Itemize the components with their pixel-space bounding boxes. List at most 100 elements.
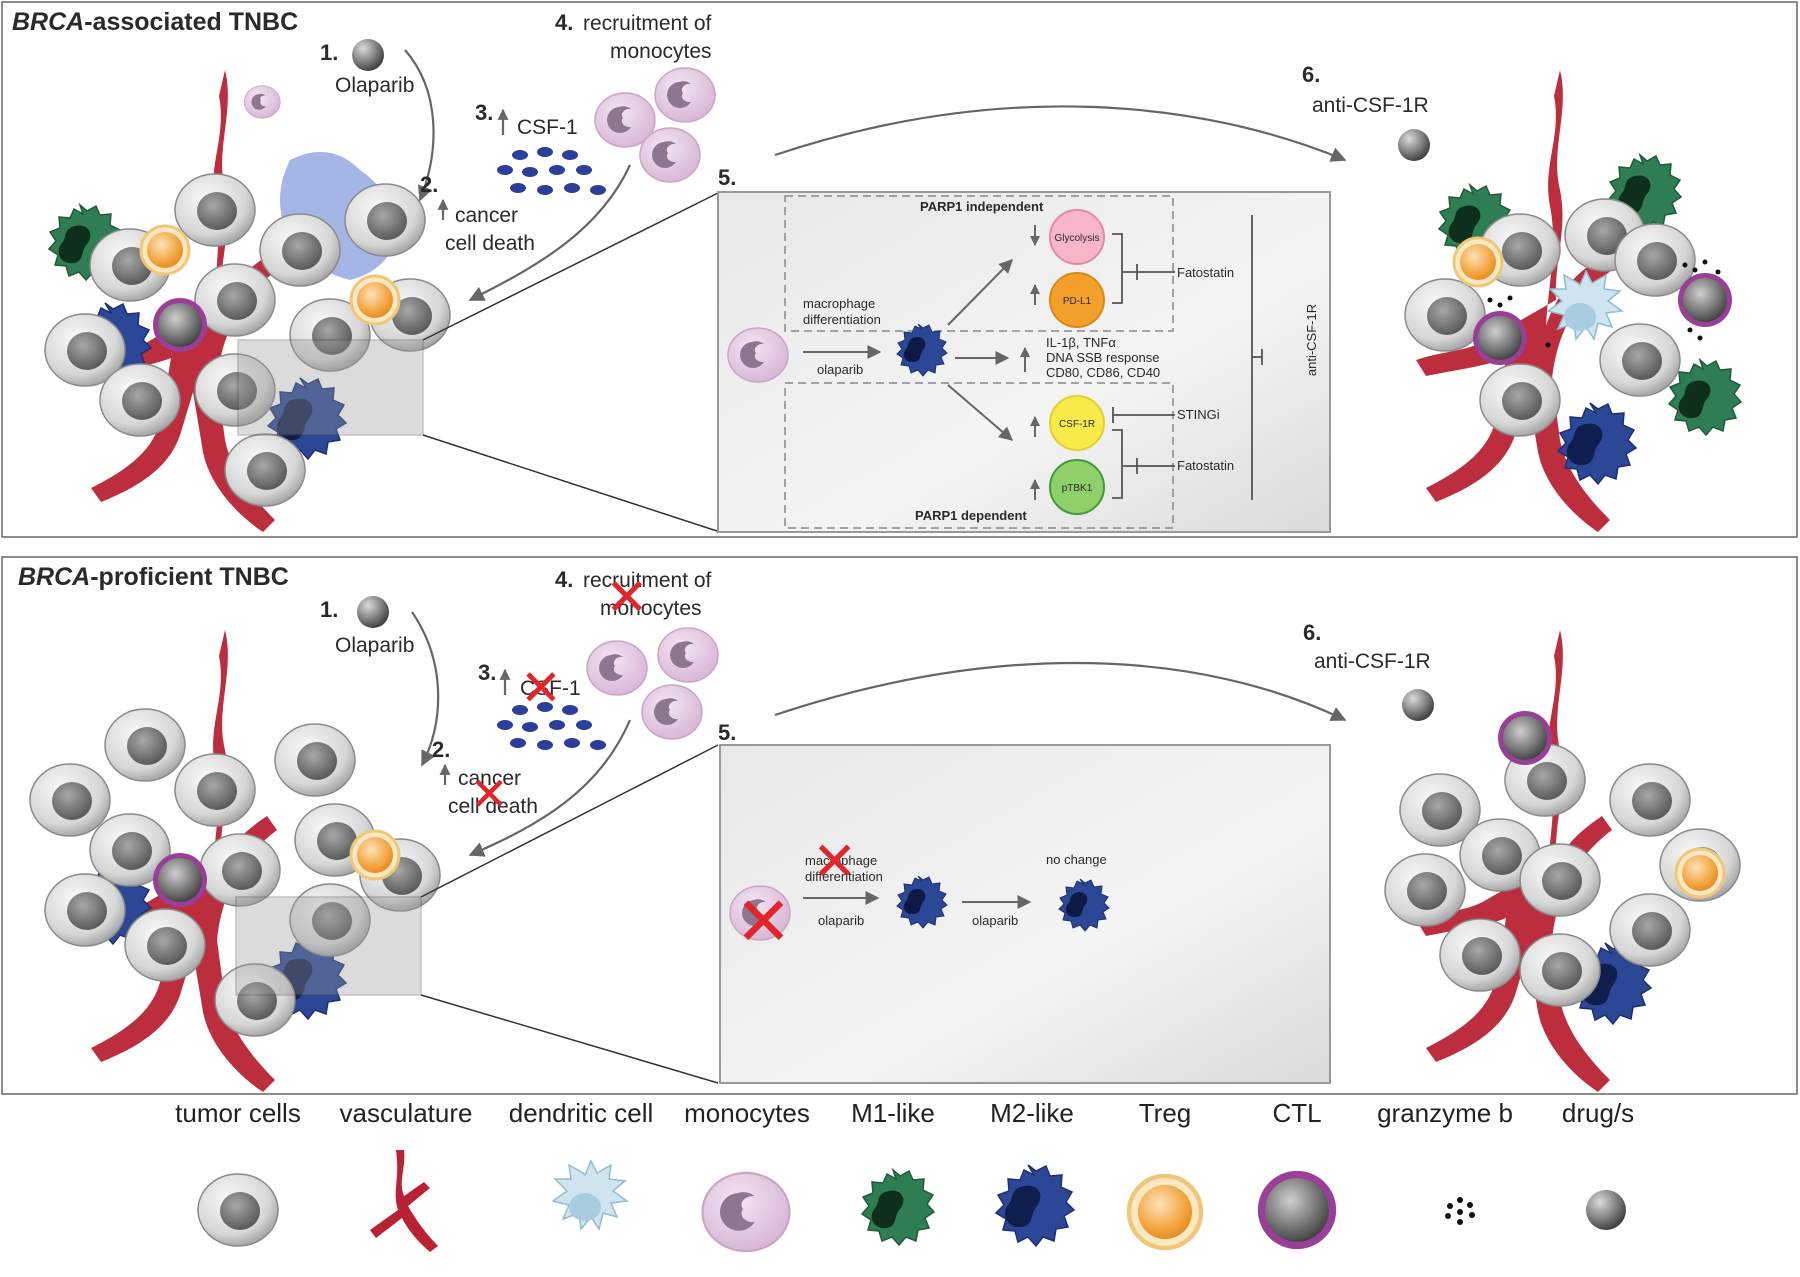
step-3-csf1: 3. CSF-1 [475, 100, 606, 195]
zoom-box-no-effect: ✕ macrophage differentiation ✕ olaparib … [719, 744, 1331, 1084]
svg-text:recruitment of: recruitment of [583, 569, 712, 592]
svg-text:anti-CSF-1R: anti-CSF-1R [1314, 650, 1431, 673]
svg-text:monocytes: monocytes [610, 40, 712, 63]
drug-icon [352, 39, 384, 71]
panel-title: BRCA-proficient TNBC [18, 563, 289, 591]
panel-brca-proficient: BRCA-proficient TNBC 1. Olaparib [1, 556, 1798, 1095]
svg-text:anti-CSF-1R: anti-CSF-1R [1304, 304, 1319, 376]
drug-icon [357, 596, 389, 628]
svg-text:1.: 1. [320, 40, 338, 65]
label-parp1-dependent: PARP1 dependent [915, 508, 1027, 523]
svg-text:3.: 3. [475, 100, 493, 125]
arrow-to-step6 [774, 105, 1347, 162]
svg-text:Olaparib: Olaparib [335, 74, 414, 97]
svg-text:CSF-1: CSF-1 [520, 677, 581, 700]
legend-label-dendritic-cell: dendritic cell [509, 1098, 654, 1128]
csf1-dots-icon [497, 147, 606, 195]
vasculature-icon [370, 1150, 438, 1252]
svg-text:4.: 4. [555, 567, 573, 592]
legend: tumor cells vasculature dendritic cell m… [175, 1098, 1634, 1253]
svg-text:cell death: cell death [445, 232, 535, 255]
legend-label-vasculature: vasculature [340, 1098, 473, 1128]
tumor-cell-icon [197, 1173, 279, 1247]
dendritic-cell-icon [552, 1160, 628, 1230]
svg-text:cancer: cancer [458, 767, 521, 790]
tumor-cluster-left [44, 70, 451, 532]
svg-text:6.: 6. [1302, 62, 1320, 87]
svg-text:Fatostatin: Fatostatin [1177, 458, 1234, 473]
svg-text:PD-L1: PD-L1 [1063, 296, 1092, 307]
step-4-recruitment: 4. recruitment of monocytes [468, 10, 716, 301]
svg-text:CSF-1: CSF-1 [517, 116, 578, 139]
svg-text:macrophage: macrophage [803, 296, 875, 311]
arrow-to-step6 [774, 661, 1347, 721]
svg-text:no change: no change [1046, 852, 1107, 867]
step-3-csf1: 3. CSF-1 ✕ [478, 660, 606, 750]
label-parp1-independent: PARP1 independent [920, 199, 1044, 214]
legend-label-treg: Treg [1139, 1098, 1192, 1128]
step-2-cancer-cell-death: 2. cancer cell death [420, 172, 535, 255]
svg-text:olaparib: olaparib [817, 362, 863, 377]
svg-text:macrophage: macrophage [805, 853, 877, 868]
step-6-anti-csf1r: 6. anti-CSF-1R [1303, 620, 1434, 721]
step-6-anti-csf1r: 6. anti-CSF-1R [1302, 62, 1430, 161]
step-2-cancer-cell-death: 2. cancer cell death ✕ [432, 737, 538, 820]
svg-text:1.: 1. [320, 597, 338, 622]
blocked-x-icon: ✕ [812, 832, 857, 892]
svg-text:cell death: cell death [448, 795, 538, 818]
zoom-box-mechanism: PARP1 independent PARP1 dependent macrop… [717, 191, 1331, 533]
ctl-icon [1257, 1170, 1337, 1250]
svg-text:anti-CSF-1R: anti-CSF-1R [1312, 94, 1429, 117]
drug-icon [1586, 1190, 1626, 1230]
legend-label-drugs: drug/s [1562, 1098, 1634, 1128]
drug-icon [1402, 689, 1434, 721]
panel-title: BRCA-associated TNBC [12, 8, 298, 36]
svg-text:Fatostatin: Fatostatin [1177, 265, 1234, 280]
legend-label-ctl: CTL [1272, 1098, 1321, 1128]
svg-text:recruitment of: recruitment of [583, 12, 712, 35]
tumor-cluster-left-2 [29, 630, 441, 1092]
m1-macrophage-icon [861, 1169, 935, 1246]
svg-text:pTBK1: pTBK1 [1062, 483, 1093, 494]
svg-text:2.: 2. [420, 172, 438, 197]
step-5-number: 5. [718, 165, 736, 190]
svg-text:CSF-1R: CSF-1R [1059, 419, 1095, 430]
svg-text:Glycolysis: Glycolysis [1054, 233, 1099, 244]
legend-label-monocytes: monocytes [684, 1098, 810, 1128]
svg-text:olaparib: olaparib [818, 913, 864, 928]
legend-label-m1-like: M1-like [851, 1098, 935, 1128]
panel-brca-associated: BRCA-associated TNBC [1, 1, 1798, 538]
svg-text:CD80, CD86, CD40: CD80, CD86, CD40 [1046, 365, 1160, 380]
granzyme-b-icon [1445, 1197, 1475, 1225]
svg-text:STINGi: STINGi [1177, 407, 1220, 422]
blocked-x-icon: ✕ [520, 660, 562, 716]
treg-icon [1129, 1176, 1201, 1248]
step-4-recruitment: 4. recruitment of monocytes ✕ [468, 567, 719, 857]
step-1-olaparib: 1. Olaparib [320, 596, 440, 767]
svg-text:olaparib: olaparib [972, 913, 1018, 928]
svg-text:3.: 3. [478, 660, 496, 685]
step-1-olaparib: 1. Olaparib [320, 39, 435, 202]
legend-label-tumor-cells: tumor cells [175, 1098, 301, 1128]
svg-text:differentiation: differentiation [805, 869, 883, 884]
svg-text:Olaparib: Olaparib [335, 634, 414, 657]
blocked-x-icon: ✕ [605, 569, 649, 627]
svg-text:monocytes: monocytes [600, 597, 702, 620]
legend-label-granzyme-b: granzyme b [1377, 1098, 1513, 1128]
svg-text:2.: 2. [432, 737, 450, 762]
svg-text:6.: 6. [1303, 620, 1321, 645]
svg-text:DNA SSB response: DNA SSB response [1046, 350, 1159, 365]
csf1-dots-icon [497, 702, 606, 750]
m2-macrophage-icon [995, 1164, 1075, 1247]
svg-text:cancer: cancer [455, 204, 518, 227]
monocyte-icon [701, 1171, 791, 1253]
svg-text:IL-1β, TNFα: IL-1β, TNFα [1046, 335, 1116, 350]
tumor-cluster-right [1404, 70, 1742, 532]
svg-text:differentiation: differentiation [803, 312, 881, 327]
drug-icon [1398, 129, 1430, 161]
legend-label-m2-like: M2-like [990, 1098, 1074, 1128]
blocked-x-icon: ✕ [735, 884, 792, 960]
step-5-number: 5. [718, 720, 736, 745]
blocked-x-icon: ✕ [470, 768, 509, 820]
